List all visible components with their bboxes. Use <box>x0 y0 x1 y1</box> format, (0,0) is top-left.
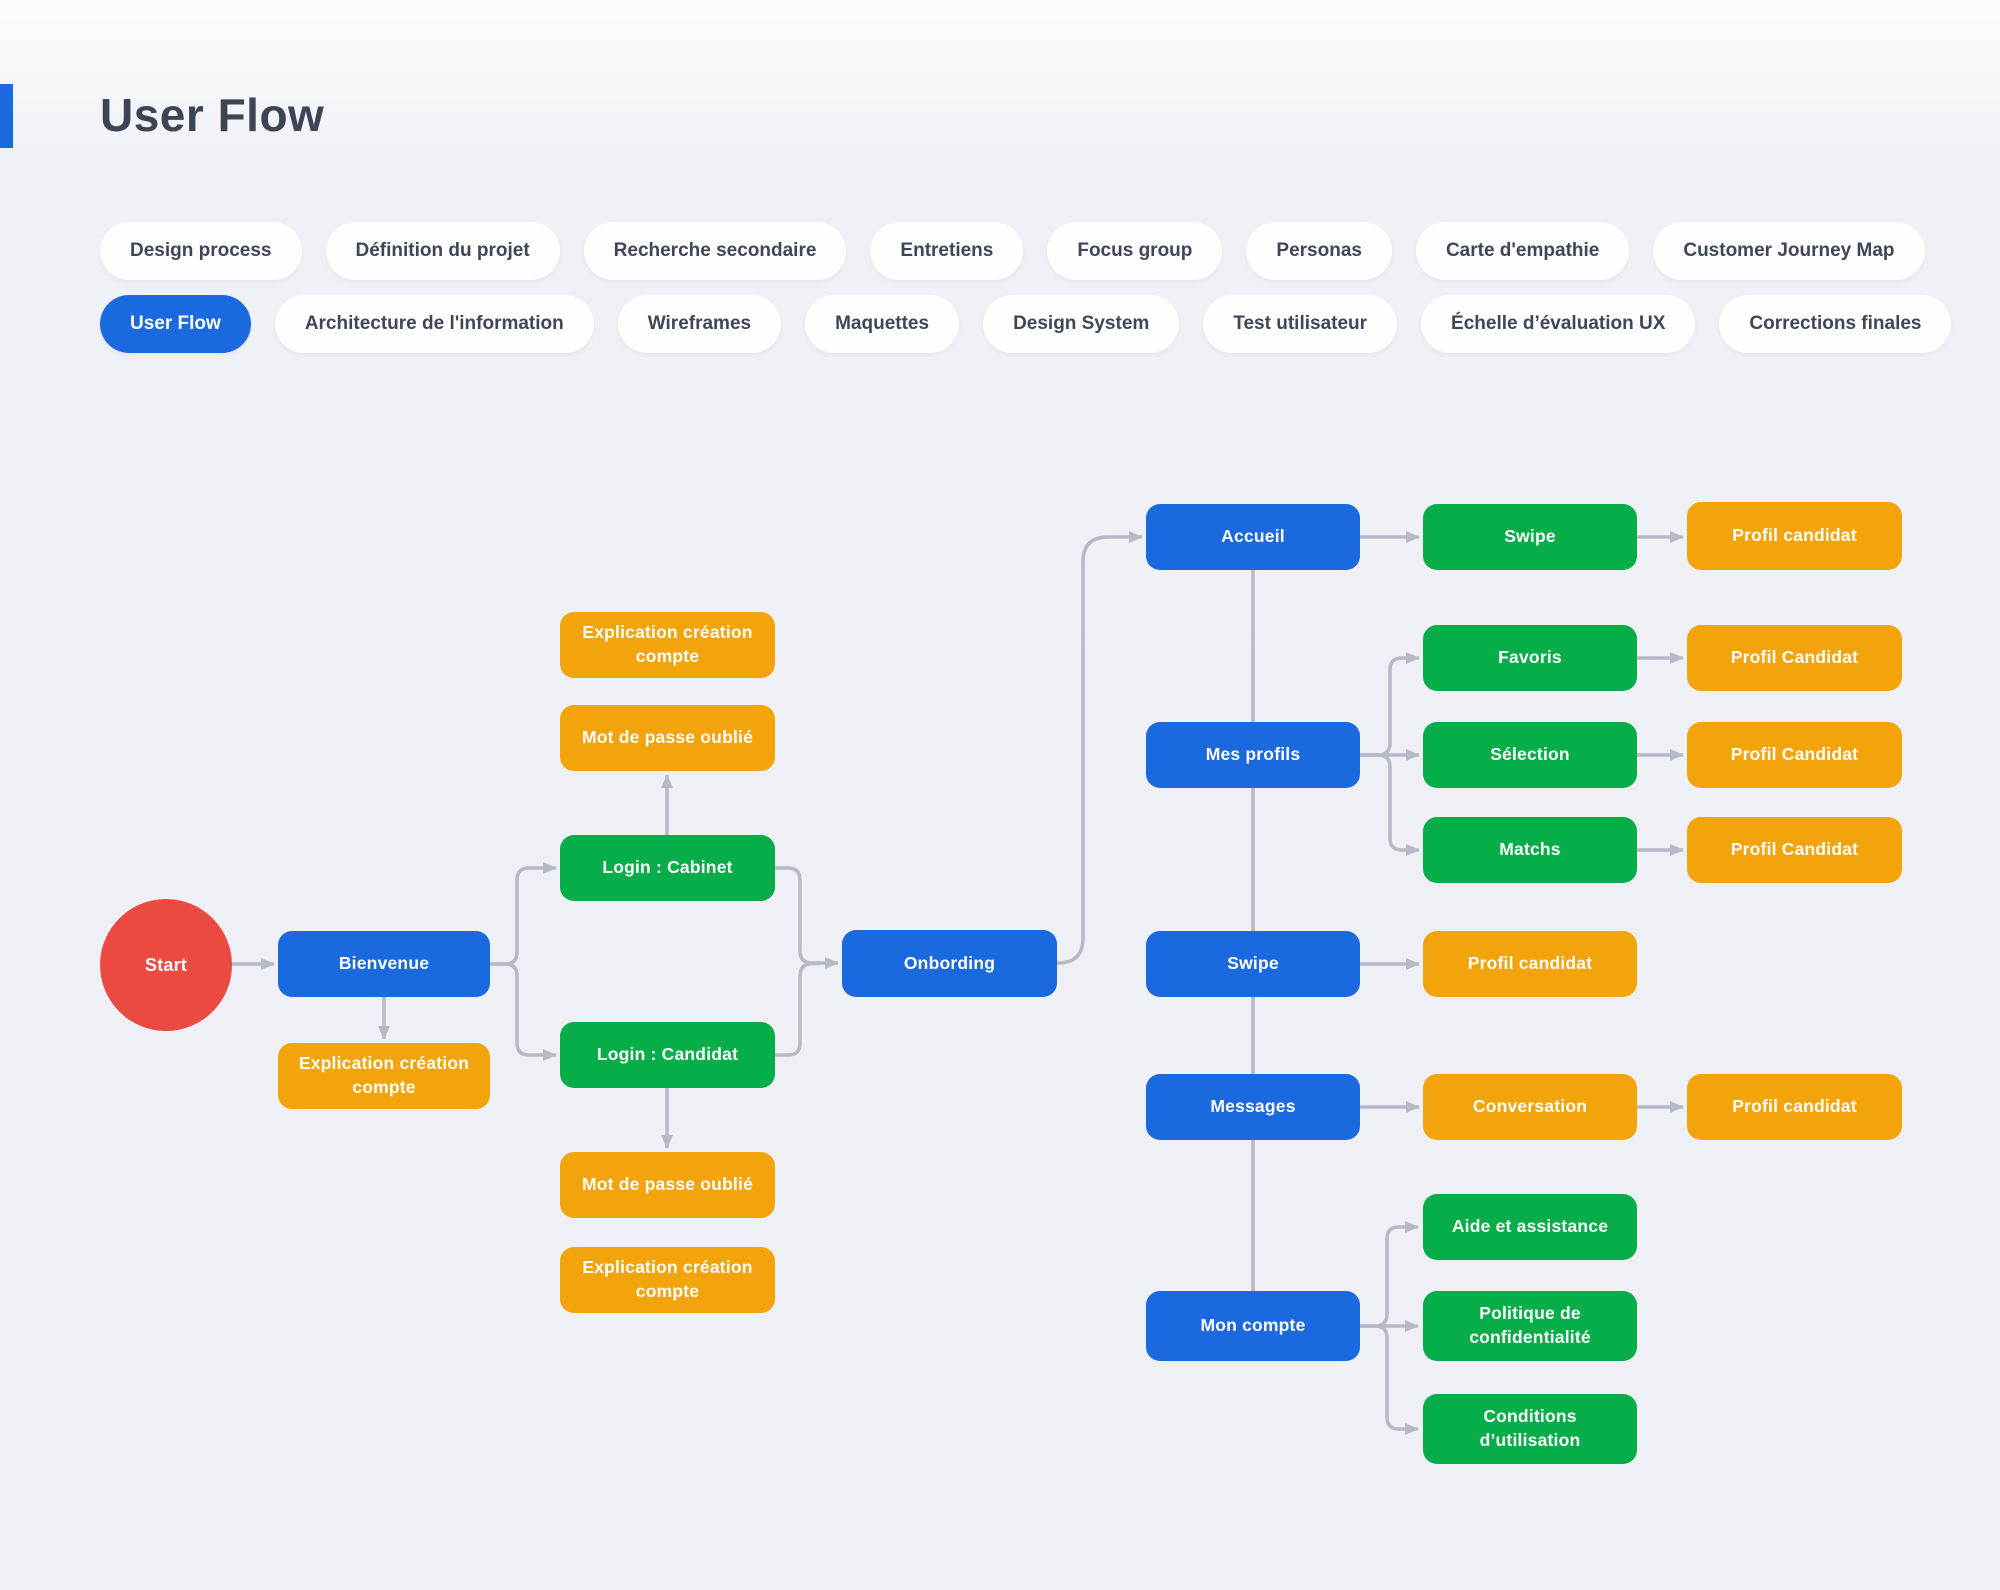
flow-node-expl1[interactable]: Explication création compte <box>278 1043 490 1109</box>
flow-node-matchs[interactable]: Matchs <box>1423 817 1637 883</box>
tab-carte-d-empathie[interactable]: Carte d'empathie <box>1415 222 1630 280</box>
title-accent-bar <box>0 84 13 148</box>
flow-node-loginCabinet[interactable]: Login : Cabinet <box>560 835 775 901</box>
flow-node-mdpTop[interactable]: Mot de passe oublié <box>560 705 775 771</box>
connector <box>1360 652 1420 757</box>
flow-node-conditions[interactable]: Conditions d’utilisation <box>1423 1394 1637 1464</box>
flow-node-explBottom[interactable]: Explication création compte <box>560 1247 775 1313</box>
connector <box>1057 531 1143 965</box>
flow-node-loginCandidat[interactable]: Login : Candidat <box>560 1022 775 1088</box>
connector <box>490 862 557 966</box>
tab-row-2: User Flow Architecture de l'information Wi… <box>100 295 1952 353</box>
flow-node-explTop[interactable]: Explication création compte <box>560 612 775 678</box>
flow-node-profilTop[interactable]: Profil candidat <box>1687 502 1902 570</box>
connector <box>1360 1324 1419 1435</box>
flow-node-moncompte[interactable]: Mon compte <box>1146 1291 1360 1361</box>
flow-node-swipeBlue[interactable]: Swipe <box>1146 931 1360 997</box>
flow-node-favoris[interactable]: Favoris <box>1423 625 1637 691</box>
page-title: User Flow <box>100 89 325 141</box>
tab-row-1: Design process Définition du projet Recher… <box>100 222 1925 280</box>
flow-node-start[interactable]: Start <box>100 899 232 1031</box>
flow-node-profilConv[interactable]: Profil candidat <box>1687 1074 1902 1140</box>
tab-definition-du-projet[interactable]: Définition du projet <box>325 222 560 280</box>
flow-node-selection[interactable]: Sélection <box>1423 722 1637 788</box>
tab-echelle-d-evaluation-ux[interactable]: Échelle d’évaluation UX <box>1421 295 1696 353</box>
flow-node-profilC2[interactable]: Profil Candidat <box>1687 722 1902 788</box>
tab-personas[interactable]: Personas <box>1246 222 1392 280</box>
tab-focus-group[interactable]: Focus group <box>1047 222 1223 280</box>
connector <box>1360 753 1420 856</box>
flow-node-politique[interactable]: Politique de confidentialité <box>1423 1291 1637 1361</box>
connector <box>1360 1221 1419 1328</box>
tab-design-system[interactable]: Design System <box>983 295 1180 353</box>
flow-node-bienvenue[interactable]: Bienvenue <box>278 931 490 997</box>
flow-node-swipeGreen[interactable]: Swipe <box>1423 504 1637 570</box>
flow-node-profilC3[interactable]: Profil Candidat <box>1687 817 1902 883</box>
tab-wireframes[interactable]: Wireframes <box>617 295 782 353</box>
tab-design-process[interactable]: Design process <box>100 222 302 280</box>
flow-node-messages[interactable]: Messages <box>1146 1074 1360 1140</box>
flow-node-mesprofils[interactable]: Mes profils <box>1146 722 1360 788</box>
tab-entretiens[interactable]: Entretiens <box>870 222 1024 280</box>
tab-corrections-finales[interactable]: Corrections finales <box>1719 295 1952 353</box>
flow-node-accueil[interactable]: Accueil <box>1146 504 1360 570</box>
flow-node-conversation[interactable]: Conversation <box>1423 1074 1637 1140</box>
tab-test-utilisateur[interactable]: Test utilisateur <box>1203 295 1398 353</box>
tab-user-flow[interactable]: User Flow <box>100 295 251 353</box>
flow-node-mdpBottom[interactable]: Mot de passe oublié <box>560 1152 775 1218</box>
flow-node-profilC1[interactable]: Profil Candidat <box>1687 625 1902 691</box>
tab-architecture-de-l-information[interactable]: Architecture de l'information <box>274 295 594 353</box>
flow-node-profilSwipe[interactable]: Profil candidat <box>1423 931 1637 997</box>
tab-customer-journey-map[interactable]: Customer Journey Map <box>1653 222 1925 280</box>
connector <box>775 866 839 969</box>
flow-node-onbording[interactable]: Onbording <box>842 930 1057 997</box>
connector <box>490 962 557 1061</box>
tab-maquettes[interactable]: Maquettes <box>805 295 960 353</box>
tab-recherche-secondaire[interactable]: Recherche secondaire <box>583 222 847 280</box>
connector <box>775 961 820 1057</box>
flow-node-aide[interactable]: Aide et assistance <box>1423 1194 1637 1260</box>
